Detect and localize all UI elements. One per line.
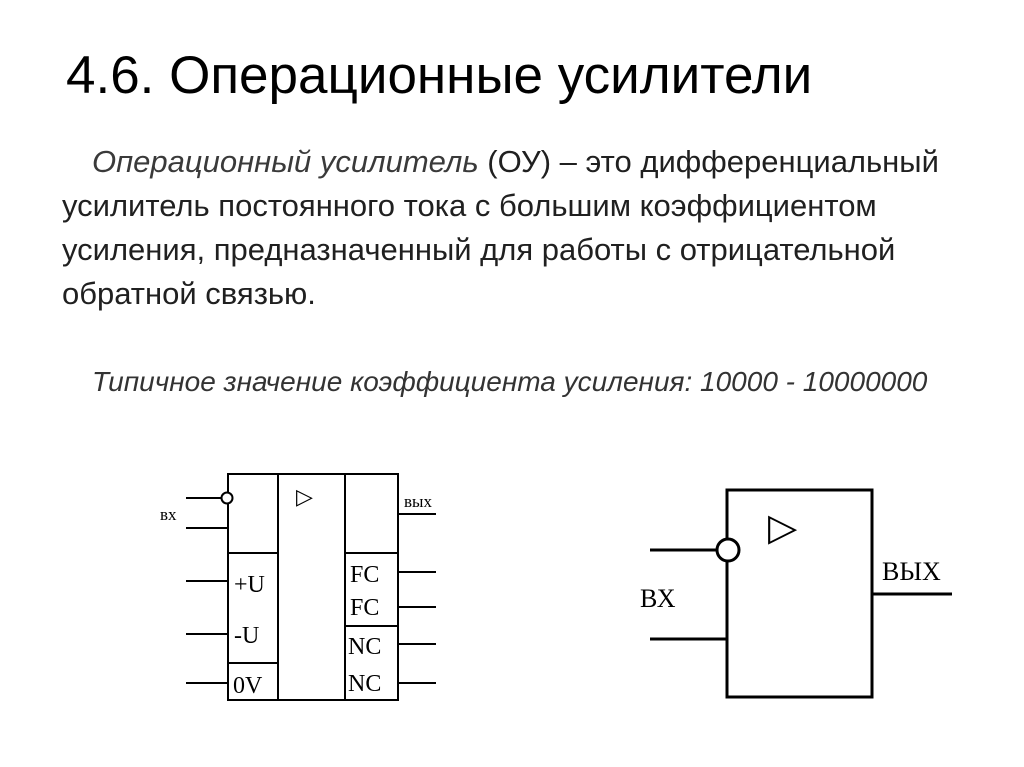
pin-label-minus-u: -U (234, 623, 259, 649)
definition-paragraph: Операционный усилитель (ОУ) – это диффер… (62, 140, 962, 316)
pin-label-plus-u: +U (234, 572, 265, 598)
definition-term: Операционный усилитель (92, 144, 479, 179)
right-amplifier-triangle-icon: ▷ (768, 507, 798, 549)
typical-gain-value: Типичное значение коэффициента усиления:… (92, 366, 928, 397)
right-output-label: ВЫХ (882, 557, 941, 586)
opamp-left-body (227, 473, 399, 701)
pin-label-fc1: FC (350, 562, 379, 588)
right-inverting-input-circle (715, 537, 741, 563)
pin-label-0v: 0V (233, 673, 263, 699)
slide-title: 4.6. Операционные усилители (66, 46, 813, 105)
right-input-label: ВХ (640, 584, 676, 613)
left-output-label: вых (404, 492, 432, 511)
op-amp-simple-symbol (650, 488, 952, 699)
left-input-label: вх (160, 505, 177, 524)
opamp-right-body (725, 488, 874, 699)
amplifier-triangle-icon: ▷ (296, 484, 313, 509)
typical-gain-text: Типичное значение коэффициента усиления:… (62, 362, 982, 402)
op-amp-detailed-symbol (186, 473, 436, 701)
pin-label-nc1: NC (348, 634, 381, 660)
definition-text: (ОУ) – это дифференциальный усилитель по… (62, 144, 939, 311)
pin-label-nc2: NC (348, 671, 381, 697)
pin-label-fc2: FC (350, 595, 379, 621)
inverting-input-circle (220, 491, 234, 505)
